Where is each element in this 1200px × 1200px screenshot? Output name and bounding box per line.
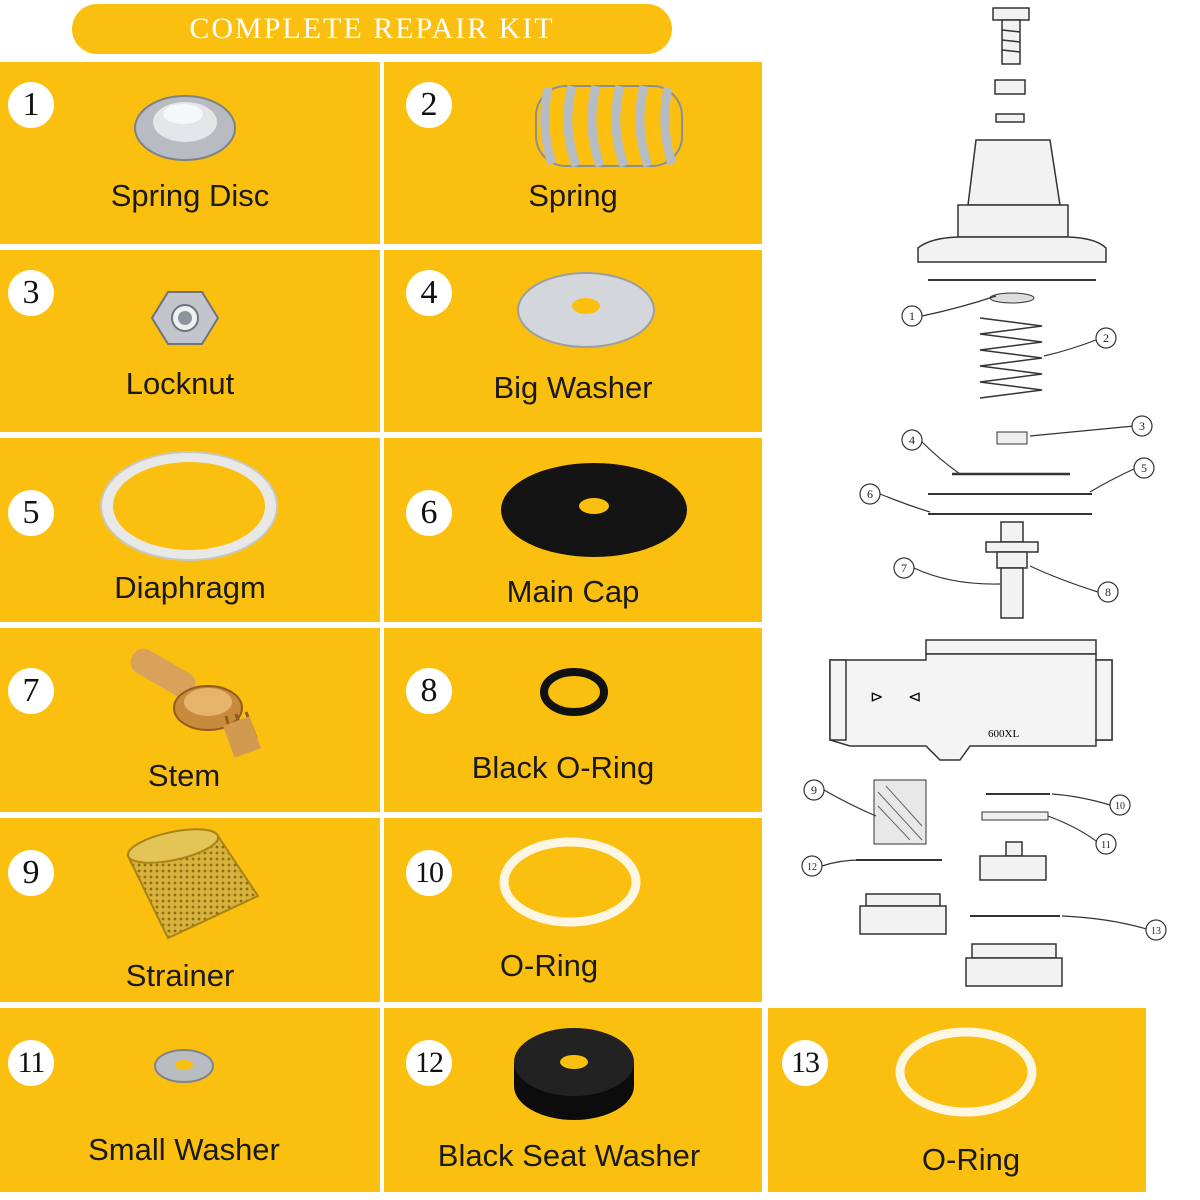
part-label: Stem xyxy=(147,758,221,793)
callout-label: 3 xyxy=(1139,419,1145,433)
callout-label: 10 xyxy=(1115,801,1125,812)
part-number: 3 xyxy=(8,270,54,316)
callout-label: 12 xyxy=(807,862,817,873)
part-card-locknut: 3 Locknut xyxy=(0,250,380,432)
part-label: Locknut xyxy=(125,366,235,401)
part-number: 1 xyxy=(8,82,54,128)
part-card-black-o-ring: 8 Black O-Ring xyxy=(384,628,762,812)
part-label: Black Seat Washer xyxy=(437,1138,701,1173)
o-ring-image xyxy=(895,1027,1037,1117)
part-number: 8 xyxy=(406,668,452,714)
part-card-stem: 7 Stem xyxy=(0,628,380,812)
part-card-spring-disc: 1 Spring Disc xyxy=(0,62,380,244)
part-card-black-seat-washer: 12 Black Seat Washer xyxy=(384,1008,762,1192)
o-ring-image xyxy=(499,837,641,927)
callout-label: 13 xyxy=(1151,926,1161,937)
part-number: 4 xyxy=(406,270,452,316)
callout-label: 2 xyxy=(1103,331,1109,345)
part-card-big-washer: 4 Big Washer xyxy=(384,250,762,432)
diaphragm-image xyxy=(100,451,278,561)
part-number: 10 xyxy=(406,850,452,896)
part-card-diaphragm: 5 Diaphragm xyxy=(0,438,380,622)
callout-label: 5 xyxy=(1141,461,1147,475)
part-number: 12 xyxy=(406,1040,452,1086)
part-card-o-ring-10: 10 O-Ring xyxy=(384,818,762,1002)
page-title: COMPLETE REPAIR KIT xyxy=(189,12,555,45)
locknut-image xyxy=(150,291,220,345)
body-stamp: 600XL xyxy=(988,728,1019,740)
part-number: 6 xyxy=(406,490,452,536)
main-cap-image xyxy=(501,463,687,557)
part-number: 7 xyxy=(8,668,54,714)
part-label: Big Washer xyxy=(493,370,653,405)
callout-label: 9 xyxy=(811,783,817,797)
part-label: O-Ring xyxy=(499,948,599,983)
part-label: Diaphragm xyxy=(114,570,266,605)
part-number: 5 xyxy=(8,490,54,536)
black-o-ring-image xyxy=(540,668,608,716)
part-label: O-Ring xyxy=(921,1142,1021,1177)
diagram-callouts xyxy=(801,305,1167,941)
part-label: Strainer xyxy=(125,958,235,993)
svg-text:⊳: ⊳ xyxy=(870,689,883,706)
part-number: 13 xyxy=(782,1040,828,1086)
part-label: Small Washer xyxy=(88,1132,280,1167)
spring-disc-image xyxy=(134,95,236,161)
callout-label: 1 xyxy=(909,309,915,323)
callout-label: 11 xyxy=(1101,840,1111,851)
callout-label: 8 xyxy=(1105,585,1111,599)
svg-text:⊲: ⊲ xyxy=(908,689,921,706)
exploded-diagram: ⊳ ⊲ 600XL 1 2 xyxy=(801,7,1167,987)
callout-label: 6 xyxy=(867,487,873,501)
part-number: 9 xyxy=(8,850,54,896)
title-banner: COMPLETE REPAIR KIT xyxy=(72,4,672,54)
big-washer-image xyxy=(517,272,655,348)
part-label: Spring xyxy=(528,178,618,213)
part-card-small-washer: 11 Small Washer xyxy=(0,1008,380,1192)
part-card-o-ring-13: 13 O-Ring xyxy=(768,1008,1146,1192)
small-washer-image xyxy=(154,1049,214,1083)
part-label: Main Cap xyxy=(506,574,640,609)
part-label: Black O-Ring xyxy=(471,750,655,785)
strainer-image xyxy=(126,828,260,940)
part-card-spring: 2 Spring xyxy=(384,62,762,244)
spring-image xyxy=(535,84,683,168)
stem-image xyxy=(130,648,261,758)
callout-label: 7 xyxy=(901,561,907,575)
black-seat-washer-image xyxy=(514,1028,634,1120)
callout-label: 4 xyxy=(909,433,915,447)
part-number: 11 xyxy=(8,1040,54,1086)
part-card-main-cap: 6 Main Cap xyxy=(384,438,762,622)
part-card-strainer: 9 Strainer xyxy=(0,818,380,1002)
part-number: 2 xyxy=(406,82,452,128)
part-label: Spring Disc xyxy=(110,178,270,213)
